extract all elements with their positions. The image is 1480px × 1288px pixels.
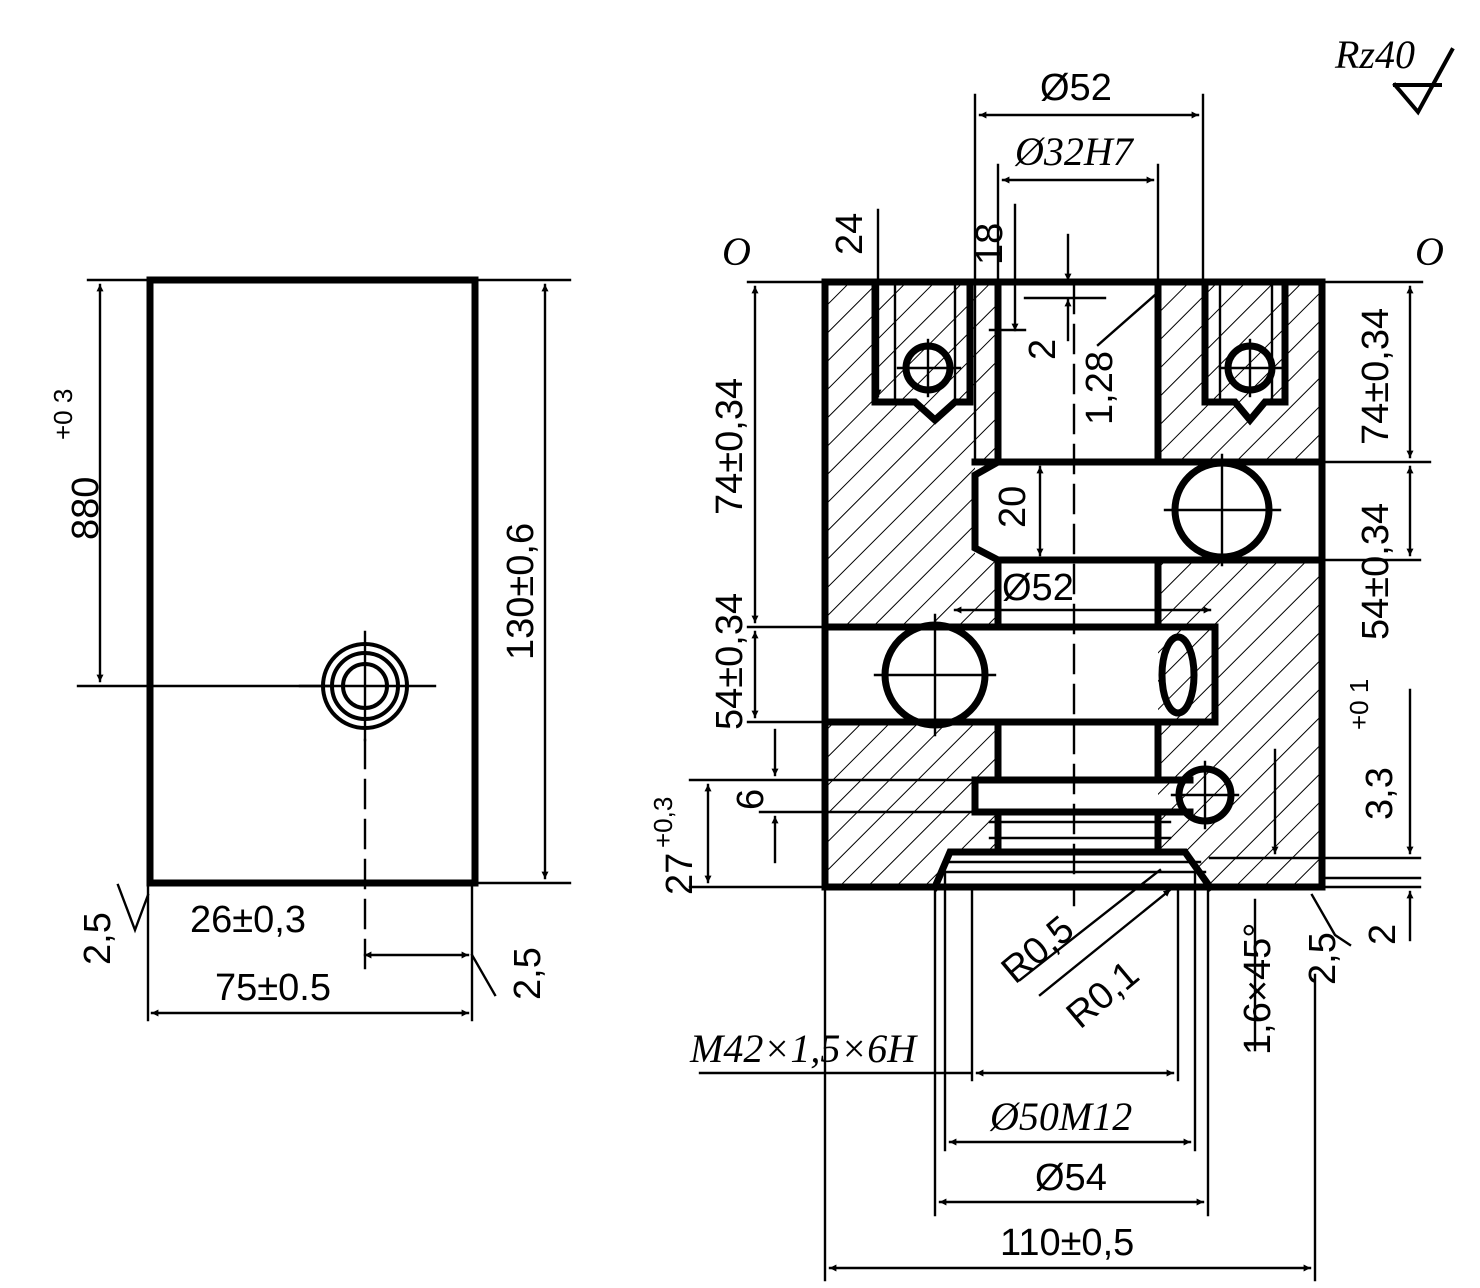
dim-3-3-tol: +0 1 xyxy=(1344,679,1374,730)
dim-chamfer: 1,6×45° xyxy=(1237,923,1279,1055)
dim-width-110: 110±0,5 xyxy=(1000,1222,1134,1264)
left-view-outline xyxy=(146,276,479,887)
dim-18: 18 xyxy=(969,223,1011,265)
dim-2-bottom: 2 xyxy=(1362,924,1404,945)
rough-bottom: 2,5 xyxy=(1302,932,1344,985)
dim-hole-x: 26±0,3 xyxy=(190,899,306,941)
roughness-symbol: Rz40 xyxy=(1334,32,1455,116)
dim-3-3: 3,3 xyxy=(1359,767,1401,820)
rough-right: 2,5 xyxy=(507,947,549,1000)
datum-right: O xyxy=(1415,229,1444,274)
dim-6: 6 xyxy=(730,789,772,810)
dim-left-54: 54±0,34 xyxy=(709,593,751,730)
dim-24: 24 xyxy=(829,213,871,255)
dim-r01: R0,1 xyxy=(1059,953,1147,1037)
threaded-hole-icon xyxy=(298,630,437,972)
cross-hole-icon xyxy=(1158,633,1198,717)
dim-right-54: 54±0,34 xyxy=(1355,503,1397,640)
datum-left: O xyxy=(722,229,751,274)
dim-20: 20 xyxy=(992,486,1034,528)
dim-height-total: 130±0,6 xyxy=(500,523,542,660)
dim-r05: R0,5 xyxy=(994,908,1082,992)
dim-d50m12: Ø50M12 xyxy=(989,1094,1132,1139)
right-view-section: O O Ø52 Ø32H7 24 18 2 1,28 20 Ø52 xyxy=(648,67,1444,1282)
dim-d52-top: Ø52 xyxy=(1040,67,1112,109)
dim-height-pos-tol: +0 3 xyxy=(48,389,78,440)
section-hatch xyxy=(825,282,1322,887)
dim-d54: Ø54 xyxy=(1035,1157,1107,1199)
dim-27-tol: +0,3 xyxy=(648,797,678,848)
dim-1-28: 1,28 xyxy=(1079,351,1121,425)
dim-thread: M42×1,5×6H xyxy=(689,1026,918,1071)
dim-27: 27 xyxy=(659,853,701,895)
left-view: 880 +0 3 130±0,6 26±0,3 75±0.5 2,5 2,5 xyxy=(48,276,572,1022)
dim-width: 75±0.5 xyxy=(215,967,331,1009)
dim-left-74: 74±0,34 xyxy=(709,378,751,515)
dim-2-top: 2 xyxy=(1022,339,1064,360)
dim-height-pos: 880 xyxy=(65,477,107,540)
dim-d52-mid: Ø52 xyxy=(1002,567,1074,609)
rough-left: 2,5 xyxy=(77,912,119,965)
dim-d32h7: Ø32H7 xyxy=(1014,129,1135,174)
roughness-label: Rz40 xyxy=(1334,32,1415,77)
dim-right-74-a: 74±0,34 xyxy=(1355,308,1397,445)
